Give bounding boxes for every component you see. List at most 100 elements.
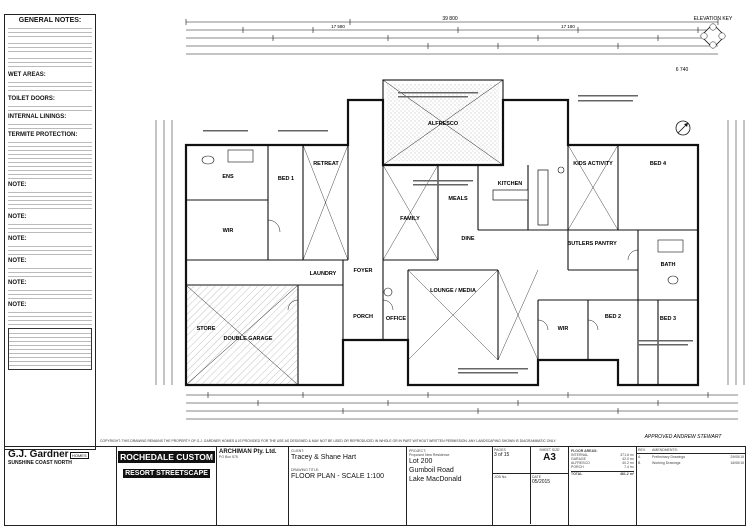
- area-name: GARAGE: [571, 457, 586, 461]
- room-label-bed2: BED 2: [605, 314, 621, 320]
- revisions-block: REV. AMENDMENTS: A Preliminary Drawings …: [637, 447, 745, 525]
- room-label-porch: PORCH: [353, 314, 373, 320]
- room-label-family: FAMILY: [400, 216, 420, 222]
- client-name: Tracey & Shane Hart: [291, 454, 357, 461]
- area-value: 371.6 m²: [620, 453, 634, 457]
- branch-name: SUNSHINE COAST NORTH: [8, 460, 72, 466]
- company-suffix: HOMES: [69, 452, 89, 459]
- notes-text-lines: [8, 139, 92, 179]
- total-label: TOTAL: [571, 472, 583, 476]
- area-value: 7.4 m²: [624, 465, 634, 469]
- north-arrow-icon: [675, 120, 691, 136]
- project-road: Gumboil Road: [409, 467, 454, 474]
- project-block: PROJECT: Proposed New Residence Lot 200 …: [407, 447, 493, 525]
- revision-row: B Working Drawings 16/06/15: [638, 461, 744, 465]
- room-label-office: OFFICE: [386, 316, 406, 322]
- area-name: PORCH: [571, 465, 584, 469]
- section-marker-icon: [383, 287, 393, 297]
- brand-block: ROCHEDALE CUSTOM RESORT STREETSCAPE: [117, 447, 217, 525]
- notes-text-lines: [8, 287, 92, 299]
- architect-address: PO Box 575: [219, 455, 238, 459]
- approval-stamp: APPROVED ANDREW STEWART: [644, 434, 723, 440]
- dimension-lines: [155, 21, 745, 420]
- area-name: INTERNAL: [571, 453, 589, 457]
- notes-section-title: NOTE:: [8, 258, 27, 264]
- pages-label: PAGES: [494, 448, 506, 452]
- notes-body-text: [8, 25, 92, 69]
- area-value: 42.0 m²: [622, 457, 634, 461]
- notes-section-title: NOTE:: [8, 280, 27, 286]
- garage-cross-lines: [186, 285, 298, 385]
- notes-text-lines: [8, 243, 92, 255]
- notes-text-lines: [8, 265, 92, 277]
- elevation-key-label: ELEVATION KEY: [694, 16, 733, 22]
- room-label-bed1: BED 1: [278, 176, 294, 182]
- area-value: 40.2 m²: [622, 461, 634, 465]
- job-number-label: JOB No.: [494, 475, 508, 479]
- brand-line-1: ROCHEDALE CUSTOM: [118, 451, 215, 463]
- general-notes-panel: GENERAL NOTES: WET AREAS: TOILET DOORS: …: [4, 14, 96, 450]
- client-label: CLIENT:: [291, 449, 305, 453]
- amendments-header: AMENDMENTS:: [652, 448, 678, 452]
- revision-row: A Preliminary Drawings 29/05/15: [638, 455, 744, 459]
- plan-annotations: [203, 92, 693, 374]
- project-lot: Lot 200: [409, 458, 433, 465]
- ceiling-diagonals: [302, 144, 619, 361]
- title-block: G.J. Gardner HOMES SUNSHINE COAST NORTH …: [4, 446, 746, 526]
- notes-text-lines: [8, 189, 92, 211]
- room-label-retreat: RETREAT: [313, 161, 339, 167]
- door-swings: [267, 219, 639, 331]
- room-labels: ALFRESCO ENS RETREAT BED 1 WIR FAMILY ME…: [197, 121, 677, 342]
- total-value: 461.2 m²: [619, 472, 634, 476]
- notes-text-lines: [8, 121, 92, 129]
- floor-plan-svg: 39 800 17 580 17 180 6 740 ELEVATION KEY: [155, 16, 745, 440]
- dimension-text: 6 740: [676, 67, 689, 73]
- room-label-bed4: BED 4: [650, 161, 667, 167]
- area-name: ALFRESCO: [571, 461, 590, 465]
- general-notes-heading: GENERAL NOTES:: [18, 17, 82, 24]
- notes-text-lines: [8, 309, 92, 325]
- room-label-store: STORE: [197, 326, 216, 332]
- room-label-dine: DINE: [461, 236, 474, 242]
- project-town: Lake MacDonald: [409, 476, 462, 483]
- notes-section-title: TOILET DOORS:: [8, 96, 55, 102]
- room-label-bed3: BED 3: [660, 316, 676, 322]
- notes-text-lines: [8, 79, 92, 93]
- drawing-title: FLOOR PLAN - SCALE 1:100: [291, 473, 384, 480]
- client-block: CLIENT: Tracey & Shane Hart DRAWING TITL…: [289, 447, 407, 525]
- date-label: DATE: [532, 475, 542, 479]
- date-value: 05/2015: [532, 479, 551, 485]
- company-name: G.J. Gardner: [8, 449, 69, 460]
- exterior-walls: [184, 98, 700, 387]
- rev-header: REV.: [638, 448, 646, 452]
- drawing-title-label: DRAWING TITLE:: [291, 468, 320, 472]
- brand-line-2: RESORT STREETSCAPE: [123, 469, 210, 478]
- dimension-text: 17 580: [331, 24, 345, 29]
- revision-signoff-box: [8, 328, 92, 370]
- notes-section-title: NOTE:: [8, 214, 27, 220]
- section-marker-icon: [557, 166, 565, 174]
- dimension-ticks: [185, 19, 719, 414]
- architect-name: ARCHIMAN Pty. Ltd.: [219, 449, 277, 455]
- room-label-wir2: WIR: [558, 326, 569, 332]
- architect-block: ARCHIMAN Pty. Ltd. PO Box 575: [217, 447, 289, 525]
- room-label-bath: BATH: [661, 262, 676, 268]
- room-label-double-garage: DOUBLE GARAGE: [224, 336, 273, 342]
- bathroom-fixtures: [201, 149, 684, 285]
- pages-value: 3 of 15: [494, 452, 510, 458]
- room-label-wir: WIR: [223, 228, 234, 234]
- room-label-kids-activity: KIDS ACTIVITY: [573, 161, 613, 167]
- floor-plan-area: 39 800 17 580 17 180 6 740 ELEVATION KEY: [98, 0, 750, 446]
- room-label-laundry: LAUNDRY: [310, 271, 337, 277]
- dimension-overall-text: 39 800: [442, 16, 458, 22]
- interior-walls: [186, 145, 698, 385]
- builder-block: G.J. Gardner HOMES SUNSHINE COAST NORTH: [5, 447, 117, 525]
- room-label-foyer: FOYER: [354, 268, 373, 274]
- notes-text-lines: [8, 103, 92, 111]
- room-label-butlers-pantry: BUTLERS PANTRY: [567, 241, 617, 247]
- notes-section-title: NOTE:: [8, 302, 27, 308]
- notes-text-lines: [8, 221, 92, 233]
